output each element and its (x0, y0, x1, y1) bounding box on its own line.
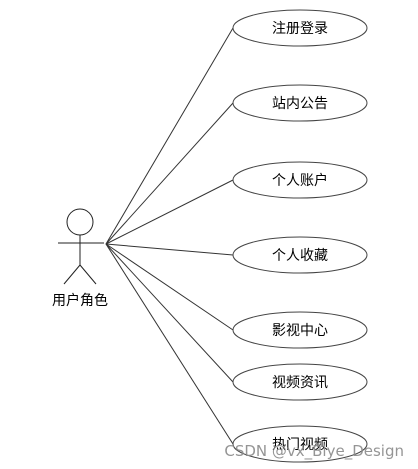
use-cases: 注册登录 站内公告 个人账户 个人收藏 影视中心 视频资讯 热门视频 (232, 9, 368, 463)
actor-label: 用户角色 (52, 292, 108, 309)
use-case-site-announcement[interactable]: 站内公告 (232, 84, 368, 122)
actor-head (66, 208, 94, 236)
association-line-6 (105, 243, 234, 445)
association-line-1 (105, 102, 234, 245)
actor-right-leg (79, 264, 97, 285)
use-case-ellipse (232, 311, 368, 349)
use-case-label: 热门视频 (272, 437, 328, 453)
use-case-ellipse (232, 425, 368, 463)
use-case-label: 站内公告 (272, 96, 328, 112)
association-line-2 (105, 179, 234, 245)
use-case-ellipse (232, 161, 368, 199)
use-case-label: 视频资讯 (272, 375, 328, 391)
association-line-3 (105, 243, 234, 256)
association-lines (105, 27, 234, 445)
use-case-ellipse (232, 236, 368, 274)
use-case-personal-account[interactable]: 个人账户 (232, 161, 368, 199)
use-case-ellipse (232, 84, 368, 122)
use-case-label: 个人收藏 (272, 248, 328, 264)
watermark: CSDN @vx_Biye_Design (224, 442, 404, 461)
actor: 用户角色 (52, 208, 108, 309)
use-case-label: 影视中心 (272, 323, 328, 339)
use-case-movie-center[interactable]: 影视中心 (232, 311, 368, 349)
use-case-register-login[interactable]: 注册登录 (232, 9, 368, 47)
association-line-4 (105, 243, 234, 331)
use-case-personal-favorites[interactable]: 个人收藏 (232, 236, 368, 274)
use-case-ellipse (232, 363, 368, 401)
use-case-hot-videos[interactable]: 热门视频 (232, 425, 368, 463)
use-case-ellipse (232, 9, 368, 47)
actor-left-leg (63, 264, 81, 285)
use-case-label: 注册登录 (272, 21, 328, 37)
use-case-video-news[interactable]: 视频资讯 (232, 363, 368, 401)
use-case-label: 个人账户 (272, 172, 328, 189)
association-line-5 (105, 243, 234, 383)
association-line-0 (105, 27, 234, 245)
